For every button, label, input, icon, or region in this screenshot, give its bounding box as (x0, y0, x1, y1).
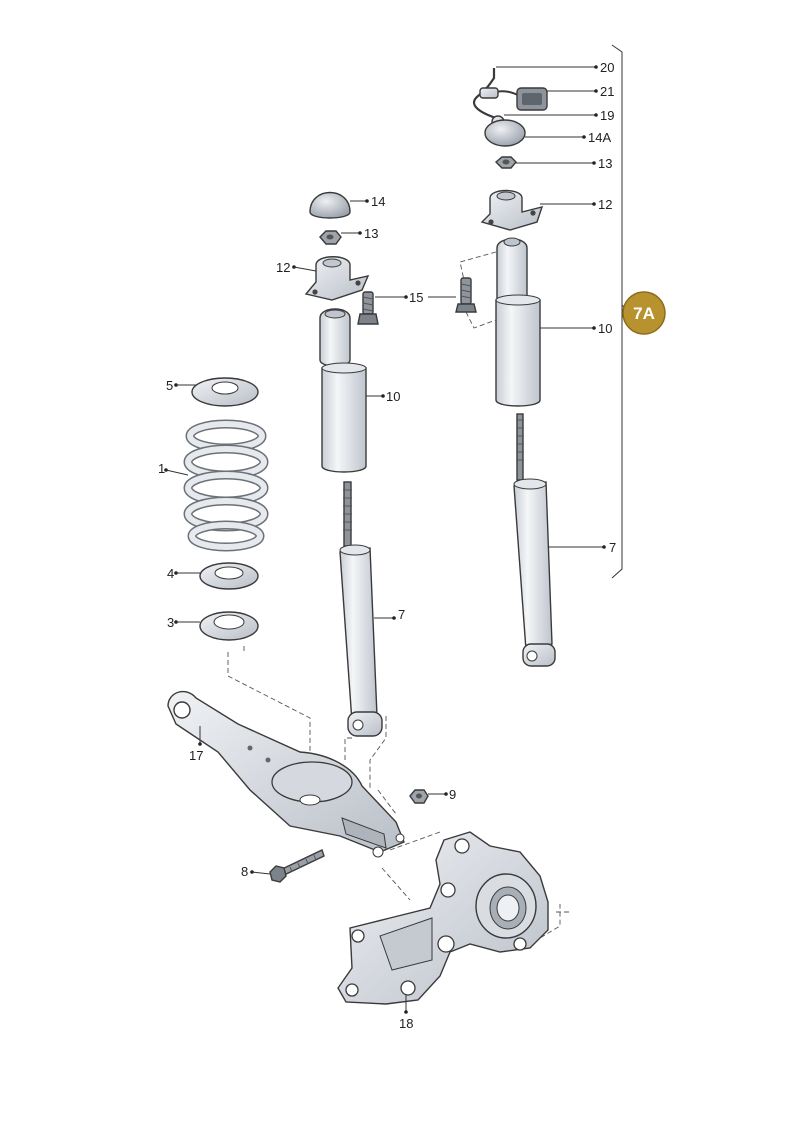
callout-label: 21 (600, 84, 614, 99)
callout-5: 5 (166, 378, 196, 393)
nut-13-left (319, 230, 342, 245)
callout-3: 3 (167, 615, 200, 630)
callout-7-right: 7 (548, 540, 616, 555)
bolt-15-left (357, 291, 379, 325)
callout-label: 20 (600, 60, 614, 75)
callout-label: 14 (371, 194, 385, 209)
callout-7-left: 7 (374, 607, 405, 622)
bolt-8 (269, 849, 325, 883)
callout-label: 10 (598, 321, 612, 336)
wheel-bearing-housing-18 (337, 831, 549, 1005)
callout-label: 17 (189, 748, 203, 763)
shock-absorber-7-right (513, 413, 556, 667)
spring-seat-4 (199, 562, 259, 590)
callout-label: 7 (609, 540, 616, 555)
callout-label: 3 (167, 615, 174, 630)
callout-12-right: 12 (540, 197, 612, 212)
callout-14a: 14A (525, 130, 611, 145)
callout-15: 15 (375, 290, 456, 305)
dust-tube-10-right (495, 294, 541, 407)
callout-10-right: 10 (540, 321, 612, 336)
dust-cap-14a (484, 119, 526, 147)
callout-label: 8 (241, 864, 248, 879)
callout-9: 9 (428, 787, 456, 802)
shock-absorber-7-left (339, 481, 383, 737)
callout-8: 8 (241, 864, 271, 879)
callout-label: 12 (276, 260, 290, 275)
mount-12-right (480, 189, 544, 231)
callout-18: 18 (399, 995, 413, 1031)
wear-sensor-cable (472, 68, 521, 120)
callout-10-left: 10 (366, 389, 400, 404)
bolt-15-right (455, 277, 477, 313)
callout-label: 18 (399, 1016, 413, 1031)
callout-12-left: 12 (276, 260, 317, 275)
dust-cap-14 (309, 191, 351, 219)
nut-9 (409, 789, 429, 804)
callout-label: 1 (158, 461, 165, 476)
callout-4: 4 (167, 566, 200, 581)
callout-label: 19 (600, 108, 614, 123)
callout-label: 13 (364, 226, 378, 241)
sensor-connector (516, 87, 548, 111)
callout-14: 14 (350, 194, 385, 209)
dust-tube-10-left (321, 362, 367, 473)
callout-20: 20 (496, 60, 614, 75)
spring-pad-3 (199, 611, 259, 641)
callout-label: 10 (386, 389, 400, 404)
callout-label: 4 (167, 566, 174, 581)
badge-label: 7A (633, 304, 655, 323)
mount-12-left (304, 256, 370, 301)
callout-21: 21 (547, 84, 614, 99)
callout-1: 1 (158, 461, 189, 476)
coil-spring-1 (183, 419, 269, 552)
callout-17: 17 (189, 726, 203, 763)
bump-stop-right (496, 237, 528, 305)
nut-13-right (494, 156, 517, 169)
callout-19: 19 (504, 108, 614, 123)
callout-label: 12 (598, 197, 612, 212)
callout-label: 9 (449, 787, 456, 802)
trailing-arm-17 (167, 690, 405, 858)
callout-label: 14A (588, 130, 611, 145)
callout-13-right: 13 (516, 156, 612, 171)
spring-seat-5 (191, 377, 259, 407)
callout-label: 15 (409, 290, 423, 305)
group-badge-7a: 7A (622, 291, 666, 335)
callout-label: 5 (166, 378, 173, 393)
bump-stop-left (319, 308, 351, 367)
callout-label: 13 (598, 156, 612, 171)
callout-13-left: 13 (341, 226, 378, 241)
callout-label: 7 (398, 607, 405, 622)
